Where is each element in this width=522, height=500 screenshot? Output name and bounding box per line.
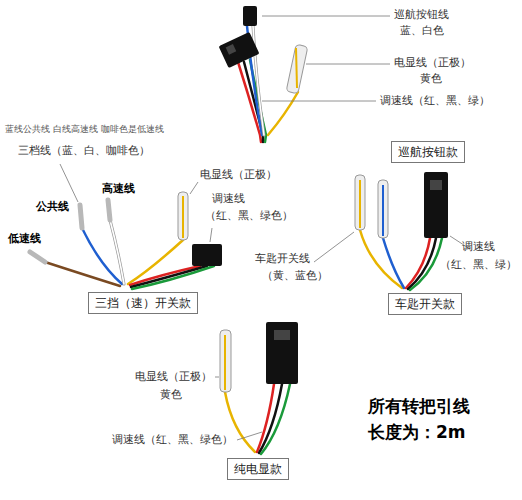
bullet-connector <box>286 44 308 93</box>
leader-line <box>262 16 390 17</box>
box-title: 纯电显款 <box>234 461 282 477</box>
box-title: 车匙开关款 <box>395 296 455 312</box>
leader-lines <box>60 16 470 440</box>
black-wire <box>131 266 207 287</box>
model-box: 三挡（速）开关款 <box>88 292 198 314</box>
wire-label: 调速线 <box>212 192 245 206</box>
bullet-terminal <box>80 205 82 228</box>
wire-label: 高速线 <box>102 182 135 196</box>
leader-line <box>262 101 376 102</box>
wire-label: 蓝线公共线 白线高速线 咖啡色是低速线 <box>5 124 164 135</box>
yellow-wire <box>182 196 184 238</box>
yellow-wire <box>296 48 297 88</box>
wire-label: 黄色 <box>160 388 182 402</box>
wire-label: 电显线（正极） <box>200 168 277 182</box>
leader-line <box>215 377 219 378</box>
connectors <box>30 6 448 392</box>
wire-label: 三档线（蓝、白、咖啡色） <box>18 144 150 158</box>
white-wire <box>110 220 124 284</box>
green-wire <box>132 266 214 289</box>
wire-label: 公共线 <box>36 200 69 214</box>
leader-line <box>60 164 78 202</box>
plug-housing <box>424 172 448 238</box>
white-wire-edge <box>253 26 264 135</box>
plug-housing <box>243 6 257 26</box>
plug-housing <box>219 32 260 68</box>
model-box: 纯电显款 <box>227 458 289 480</box>
wire-label: 所有转把引线 <box>368 396 470 417</box>
wires <box>45 26 442 454</box>
plug-latch <box>226 44 237 55</box>
wire-label: 调速线（红、黑、绿色） <box>112 433 233 447</box>
brown-wire <box>45 262 120 286</box>
leader-line <box>306 64 390 65</box>
leader-line <box>190 182 198 194</box>
wire-label: 低速线 <box>8 232 41 246</box>
leader-line <box>237 432 262 440</box>
wire-label: （红、黑、绿） <box>440 258 517 272</box>
plug-latch <box>430 180 442 190</box>
wire-label: （红、黑、绿色） <box>205 209 293 223</box>
plug-housing <box>192 244 222 266</box>
white-wire <box>253 26 264 135</box>
bullet-connector <box>220 330 231 392</box>
model-box: 巡航按钮款 <box>391 141 465 163</box>
blue-wire <box>383 238 404 288</box>
wire-label: 调速线 <box>462 240 495 254</box>
black-wire <box>259 384 282 453</box>
plug-latch <box>274 330 290 340</box>
yellow-wire <box>360 230 402 288</box>
box-title: 巡航按钮款 <box>398 144 458 160</box>
white-wire-edge <box>110 220 124 284</box>
yellow-wire <box>268 92 298 135</box>
wire-label: 蓝、白色 <box>400 24 444 38</box>
model-box: 车匙开关款 <box>388 293 462 315</box>
green-wire <box>410 238 442 290</box>
wire-label: 电显线（正极） <box>394 56 471 70</box>
yellow-wire <box>224 335 226 390</box>
plug-housing <box>266 322 298 384</box>
wire-label: （黄、蓝色） <box>262 269 328 283</box>
bullet-connector <box>378 180 388 238</box>
wire-label: 电显线（正极） <box>135 370 212 384</box>
green-wire <box>261 384 290 454</box>
wire-label: 巡航按钮线 <box>394 8 449 22</box>
bullet-connector <box>355 175 365 230</box>
leader-line <box>210 228 212 242</box>
blue-wire <box>382 185 384 236</box>
bullet-connector <box>178 192 188 240</box>
wire-label: 调速线（红、黑、绿） <box>380 94 490 108</box>
wire-label: 车匙开关线 <box>255 252 310 266</box>
wire-label: 长度为：2m <box>368 422 466 443</box>
leader-line <box>314 232 354 262</box>
box-title: 三挡（速）开关款 <box>95 295 191 311</box>
bullet-terminal <box>30 252 45 262</box>
yellow-wire <box>359 180 361 228</box>
bullet-terminal <box>108 200 110 220</box>
wire-label: 黄色 <box>420 72 442 86</box>
